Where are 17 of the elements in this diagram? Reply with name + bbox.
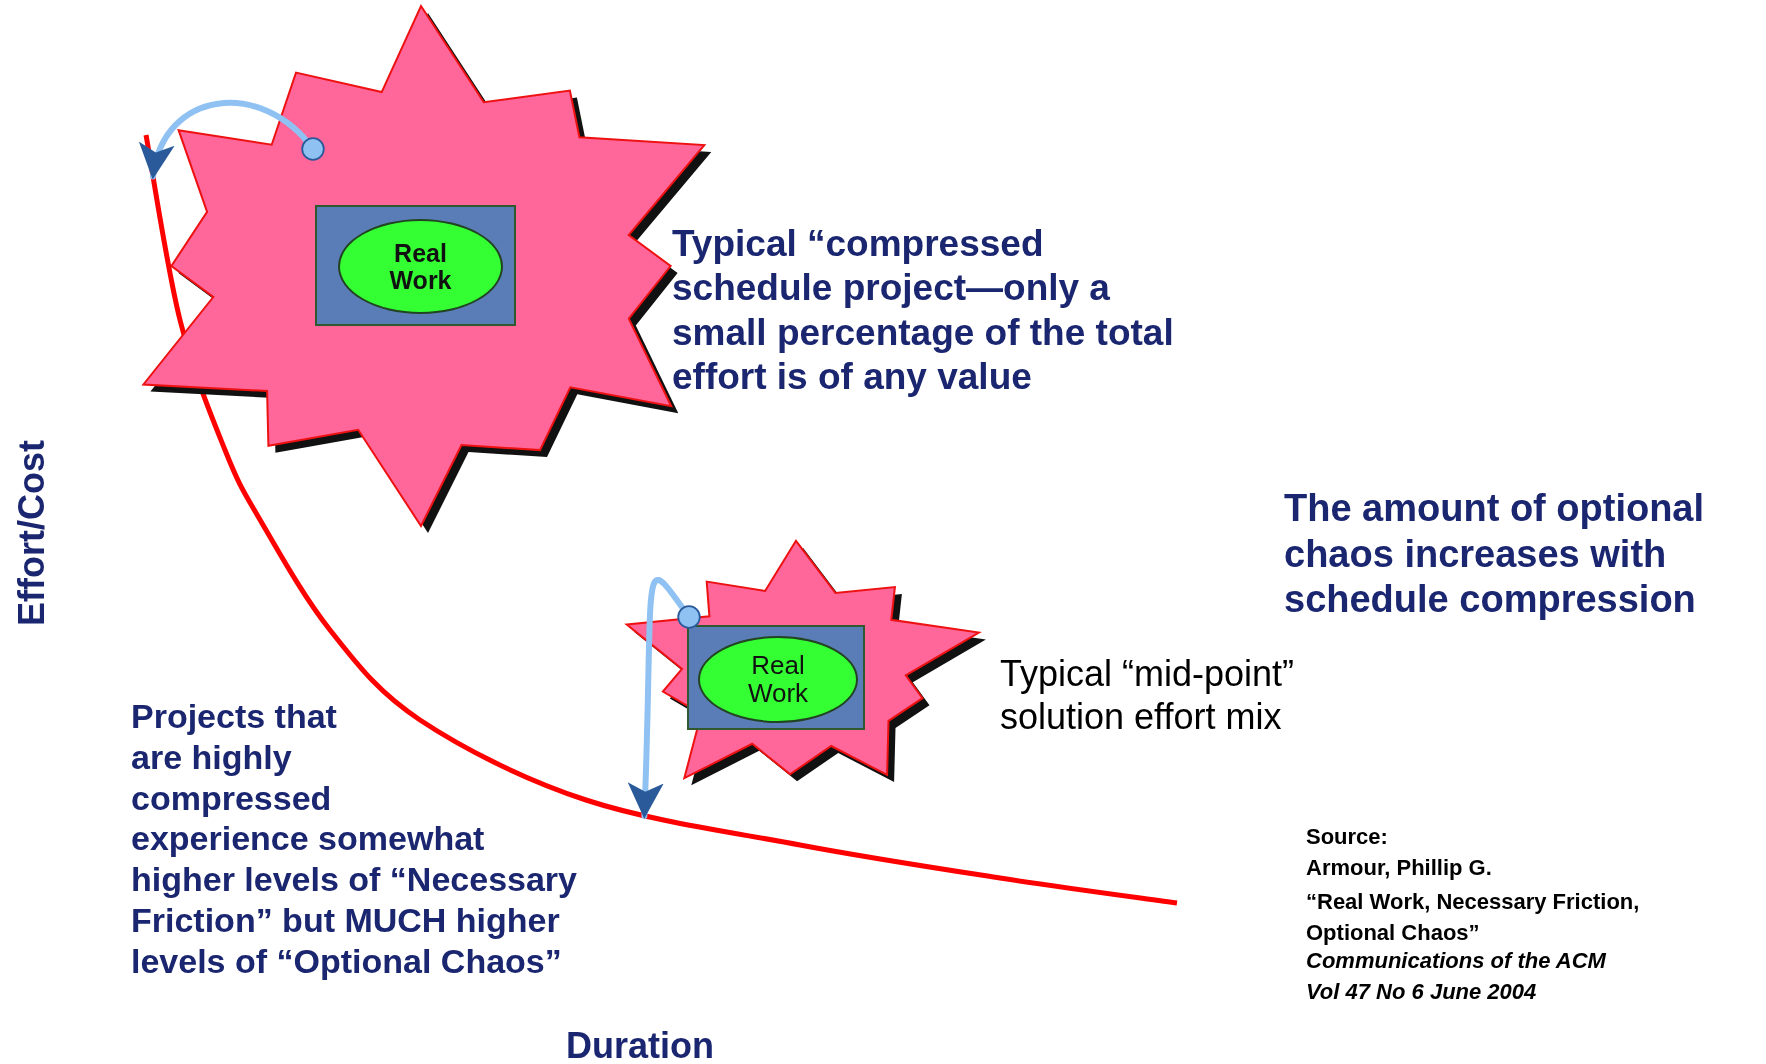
annotation-text: Typical “mid-point” solution effort mix: [1000, 652, 1296, 739]
annotation-text: The amount of optional chaos increases with schedule compression: [1284, 486, 1706, 623]
source-text: Source:: [1306, 824, 1388, 851]
axis-title: Effort/Cost: [10, 440, 53, 626]
annotation-text: Typical “compressed schedule project—only a small percentage of the total effort is of any value: [672, 222, 1175, 400]
arrow: [142, 100, 325, 180]
work-panel: [687, 625, 865, 730]
source-text: Communications of the ACM: [1306, 948, 1606, 975]
work-ellipse: Real Work: [338, 219, 503, 314]
work-ellipse: Real Work: [698, 636, 858, 723]
annotation-text: Projects that are highly compressed experience somewhat higher levels of “Necessary Friction” but MUCH higher levels of “Optional Chaos”: [131, 696, 578, 982]
arrow: [627, 576, 701, 819]
source-text: Vol 47 No 6 June 2004: [1306, 979, 1537, 1006]
work-panel: [315, 205, 516, 326]
source-text: “Real Work, Necessary Friction, Optional Chaos”: [1306, 888, 1641, 947]
source-text: Armour, Phillip G.: [1306, 855, 1492, 882]
axis-title: Duration: [566, 1024, 714, 1064]
